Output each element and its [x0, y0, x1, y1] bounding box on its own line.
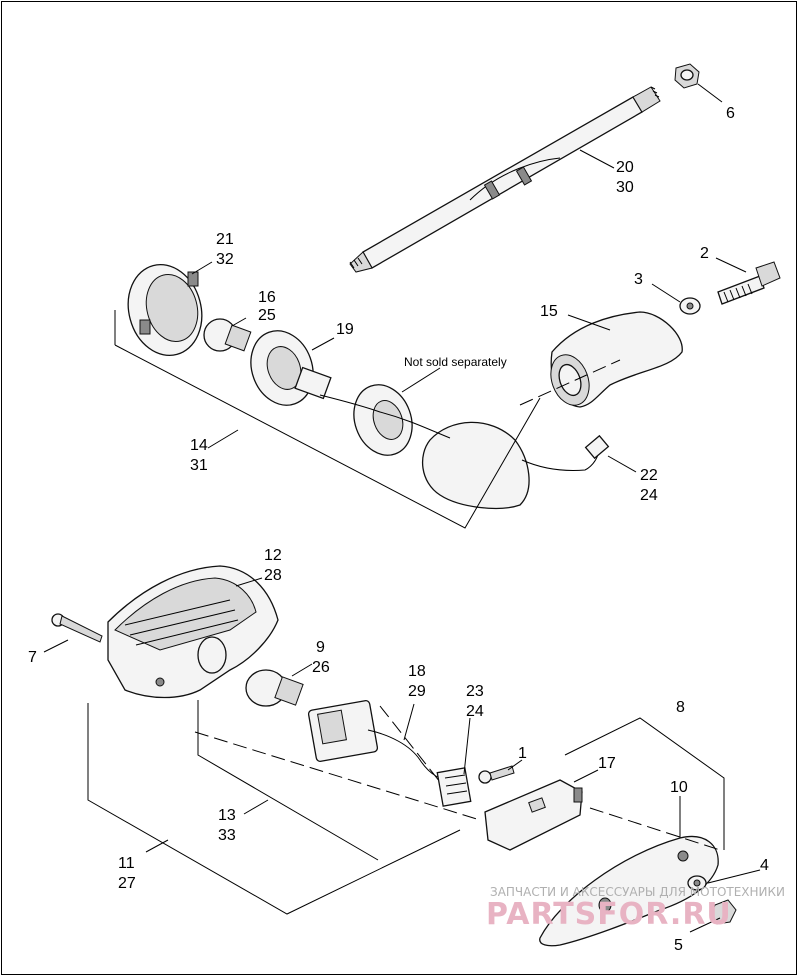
callout-31: 31 — [190, 457, 208, 474]
part-socket-upper — [250, 330, 332, 406]
callout-10: 10 — [670, 779, 688, 796]
assembly-line — [519, 359, 621, 406]
part-mounting-plate — [539, 836, 719, 947]
callout-11: 11 — [118, 855, 135, 872]
callout-6: 6 — [726, 105, 735, 122]
group-bracket-8 — [564, 717, 725, 850]
part-mounting-stalk — [349, 86, 661, 273]
part-washer-3 — [679, 297, 701, 315]
callout-12: 12 — [264, 547, 282, 564]
callout-21: 21 — [216, 231, 234, 248]
part-lens-ring — [127, 263, 203, 357]
part-screw-1 — [478, 765, 515, 784]
part-bulb-lower — [245, 669, 304, 707]
watermark-logo: PARTSFOR.RU — [486, 897, 732, 932]
callout-24-upper: 24 — [640, 487, 658, 504]
part-grommet — [353, 384, 413, 456]
callout-3: 3 — [634, 271, 643, 288]
part-screw-7 — [51, 613, 103, 643]
callout-7: 7 — [28, 649, 37, 666]
callout-15: 15 — [540, 303, 558, 320]
part-rear-cover — [421, 421, 530, 510]
callout-33: 33 — [218, 827, 236, 844]
callout-27: 27 — [118, 875, 136, 892]
part-bulb-upper — [203, 318, 252, 352]
callout-8: 8 — [676, 699, 685, 716]
part-washer-4 — [687, 875, 707, 891]
callout-14: 14 — [190, 437, 208, 454]
callout-4: 4 — [760, 857, 769, 874]
callout-23: 23 — [466, 683, 484, 700]
group-bracket-13 — [197, 700, 379, 861]
group-bracket-14 — [114, 344, 541, 529]
callout-22: 22 — [640, 467, 658, 484]
part-connector-lower — [436, 767, 472, 807]
callout-13: 13 — [218, 807, 236, 824]
watermark-tagline: ЗАПЧАСТИ И АКСЕССУАРЫ ДЛЯ МОТОТЕХНИКИ — [490, 885, 785, 899]
part-signal-housing — [550, 311, 683, 408]
callout-25: 25 — [258, 307, 276, 324]
callout-18: 18 — [408, 663, 426, 680]
callout-32: 32 — [216, 251, 234, 268]
callout-5: 5 — [674, 937, 683, 954]
leader-lines — [43, 83, 761, 933]
callout-9: 9 — [316, 639, 325, 656]
group-bracket-11 — [87, 703, 461, 915]
part-socket-harness — [307, 699, 456, 783]
part-bolt-2 — [717, 261, 781, 305]
callout-1: 1 — [518, 745, 527, 762]
part-bracket — [484, 779, 583, 851]
part-wire-connector-upper — [319, 394, 610, 471]
callout-19: 19 — [336, 321, 354, 338]
part-nut-5 — [710, 899, 737, 925]
callout-26: 26 — [312, 659, 330, 676]
callout-2: 2 — [700, 245, 709, 262]
callout-30: 30 — [616, 179, 634, 196]
callout-17: 17 — [598, 755, 616, 772]
callout-24-lower: 24 — [466, 703, 484, 720]
part-taillight-housing — [107, 565, 279, 699]
callout-28: 28 — [264, 567, 282, 584]
callout-20: 20 — [616, 159, 634, 176]
note-not-sold-separately: Not sold separately — [404, 355, 507, 369]
part-nut — [674, 63, 700, 89]
callout-29: 29 — [408, 683, 426, 700]
callout-16: 16 — [258, 289, 276, 306]
